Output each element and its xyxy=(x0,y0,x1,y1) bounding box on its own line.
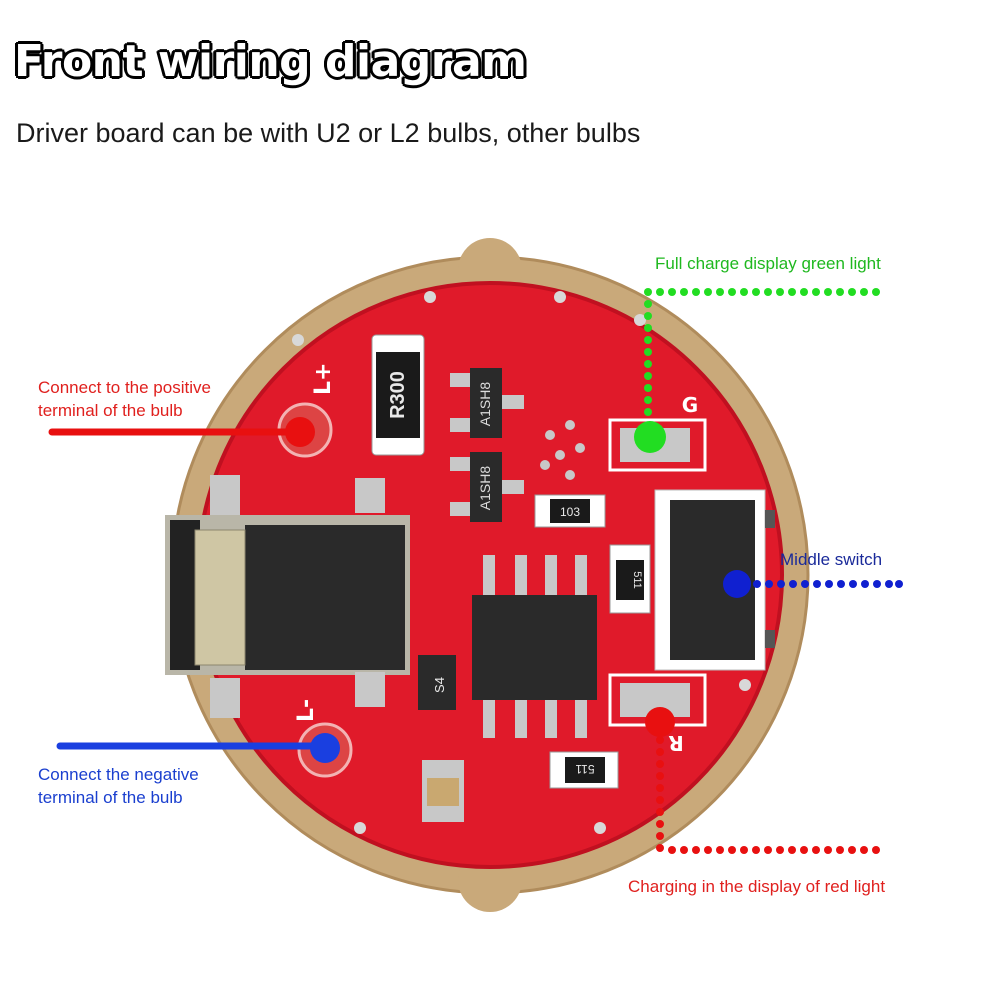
transistor-2 xyxy=(470,452,502,522)
positive-label-line-1: Connect to the positive xyxy=(38,378,211,397)
resistor-511-a-label: 511 xyxy=(631,571,643,589)
hole xyxy=(739,679,751,691)
usb-port-body xyxy=(245,525,405,670)
green-dotted-line xyxy=(644,288,880,416)
red-dotted-line xyxy=(656,736,880,854)
page-subtitle: Driver board can be with U2 or L2 bulbs,… xyxy=(16,118,641,148)
pad-grid xyxy=(540,420,585,480)
r-text: R xyxy=(668,731,683,755)
resistor-103-label: 103 xyxy=(560,505,580,519)
green-led-outline xyxy=(608,418,707,472)
positive-marker xyxy=(285,417,315,447)
l-plus-text: L+ xyxy=(311,363,336,395)
diode-s4 xyxy=(418,655,456,710)
negative-marker xyxy=(310,733,340,763)
transistor-1 xyxy=(470,368,502,438)
resistor-103 xyxy=(550,499,590,523)
resistor-511-b xyxy=(565,757,605,783)
switch-dotted-line xyxy=(753,580,903,588)
hole xyxy=(634,314,646,326)
hole xyxy=(594,822,606,834)
resistor-511-a xyxy=(616,560,644,600)
page-title: Front wiring diagram xyxy=(14,36,527,87)
negative-terminal-label: Connect the negative terminal of the bul… xyxy=(38,763,199,809)
hole xyxy=(354,822,366,834)
resistor-511-b-label: 511 xyxy=(575,762,594,776)
middle-switch-label: Middle switch xyxy=(780,550,883,569)
l-minus-text: L- xyxy=(294,699,319,722)
hole xyxy=(554,291,566,303)
resistor-r300-label: R300 xyxy=(387,371,409,419)
diode-s4-label: S4 xyxy=(432,677,447,693)
hole xyxy=(292,334,304,346)
negative-label-line-2: terminal of the bulb xyxy=(38,788,183,807)
switch-marker xyxy=(723,570,751,598)
resistor-r300 xyxy=(376,352,420,438)
positive-terminal-label: Connect to the positive terminal of the … xyxy=(38,376,211,422)
g-text: G xyxy=(682,393,698,417)
positive-label-line-2: terminal of the bulb xyxy=(38,401,183,420)
green-light-label: Full charge display green light xyxy=(655,254,881,273)
transistor-2-label: A1SH8 xyxy=(477,466,493,511)
capacitor xyxy=(427,778,459,806)
red-light-label: Charging in the display of red light xyxy=(628,877,886,896)
hole xyxy=(424,291,436,303)
negative-label-line-1: Connect the negative xyxy=(38,765,199,784)
main-ic xyxy=(472,595,597,700)
transistor-1-label: A1SH8 xyxy=(477,382,493,427)
green-marker xyxy=(634,421,666,453)
red-marker xyxy=(645,707,675,737)
